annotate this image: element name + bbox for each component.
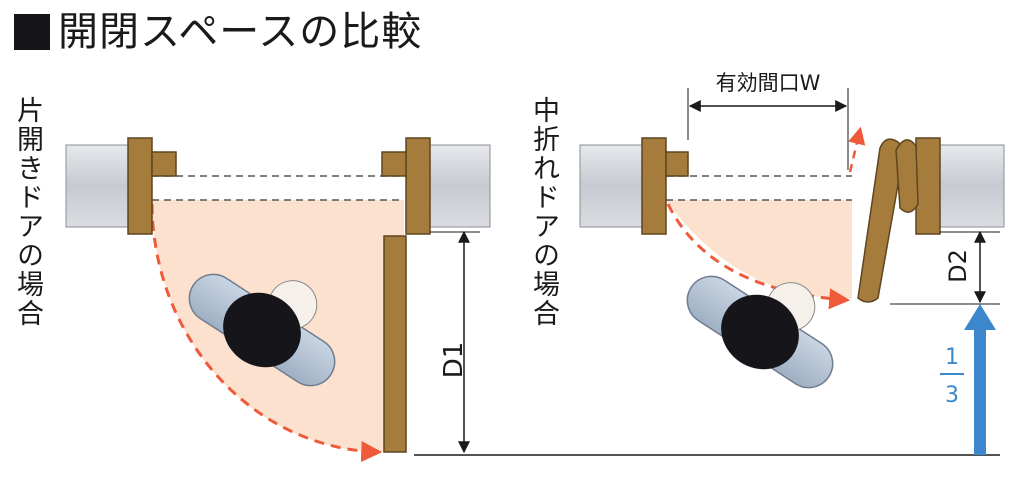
left-panel-label: 片開きドアの場合 bbox=[12, 96, 43, 328]
right-frame-stop bbox=[381, 151, 407, 177]
right-frame-post bbox=[405, 137, 431, 235]
title-square-icon bbox=[14, 14, 50, 50]
right-wall-segment bbox=[937, 144, 1005, 228]
left-door-leaf bbox=[383, 235, 407, 453]
folding-door-leaf bbox=[895, 139, 919, 213]
right-fold-arrow bbox=[848, 126, 866, 173]
right-person-icon bbox=[686, 275, 834, 389]
right-panel-frame-stop bbox=[665, 151, 689, 177]
right-wall-segment bbox=[579, 144, 645, 228]
right-swing-arc bbox=[666, 203, 851, 310]
left-panel: D1 bbox=[65, 137, 491, 463]
page-title: 開閉スペースの比較 bbox=[58, 9, 423, 55]
left-opening bbox=[152, 176, 404, 200]
blue-up-arrow bbox=[964, 304, 996, 455]
right-opening bbox=[666, 176, 856, 200]
w-label: 有効間口W bbox=[716, 71, 821, 95]
left-swing-arc bbox=[150, 203, 383, 463]
fraction-numerator: 1 bbox=[945, 345, 959, 370]
d1-label: D1 bbox=[439, 342, 469, 379]
fraction-denominator: 3 bbox=[945, 383, 959, 408]
right-swing-area bbox=[666, 200, 852, 299]
left-frame-post bbox=[127, 137, 153, 235]
left-wall-segment bbox=[427, 144, 491, 228]
left-person-icon bbox=[188, 273, 336, 387]
right-panel-frame-post bbox=[641, 137, 667, 235]
title-block: 開閉スペースの比較 bbox=[14, 4, 422, 60]
right-panel-frame-post bbox=[915, 137, 941, 235]
right-panel-label: 中折れドアの場合 bbox=[528, 96, 559, 328]
left-frame-stop bbox=[151, 151, 177, 177]
right-panel: 有効間口W D2 1 3 bbox=[579, 71, 1005, 455]
d2-label: D2 bbox=[944, 249, 972, 283]
left-wall-segment bbox=[65, 144, 131, 228]
